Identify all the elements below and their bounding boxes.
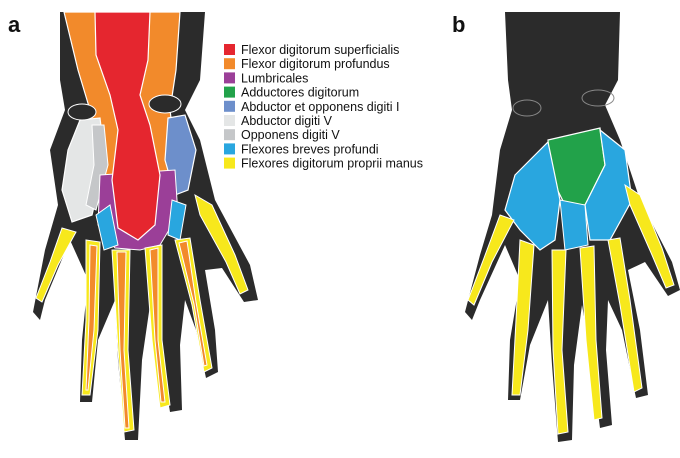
legend-swatch — [224, 129, 235, 140]
legend-label: Adductores digitorum — [241, 86, 359, 100]
panel-a: a — [8, 12, 258, 440]
legend-label: Opponens digiti V — [241, 128, 340, 142]
panel-a-label: a — [8, 12, 21, 37]
legend-label: Flexor digitorum profundus — [241, 57, 390, 71]
legend-label: Flexor digitorum superficialis — [241, 43, 399, 57]
legend-item: Flexores breves profundi — [224, 142, 379, 156]
legend-item: Adductores digitorum — [224, 86, 359, 100]
legend-label: Flexores digitorum proprii manus — [241, 157, 423, 171]
legend-item: Opponens digiti V — [224, 128, 340, 142]
legend-item: Flexores digitorum proprii manus — [224, 157, 423, 171]
panel-b: b — [452, 12, 680, 442]
legend-item: Abductor et opponens digiti I — [224, 100, 399, 114]
panel-b-flexores-breves-mid — [560, 200, 588, 250]
legend-swatch — [224, 115, 235, 126]
legend-swatch — [224, 101, 235, 112]
legend-item: Flexor digitorum superficialis — [224, 43, 399, 57]
panel-b-label: b — [452, 12, 465, 37]
legend-item: Lumbricales — [224, 71, 308, 85]
legend-swatch — [224, 158, 235, 169]
panel-a-wrist-bone-right — [149, 95, 181, 113]
legend-item: Abductor digiti V — [224, 114, 333, 128]
legend-item: Flexor digitorum profundus — [224, 57, 390, 71]
legend-swatch — [224, 87, 235, 98]
legend-swatch — [224, 143, 235, 154]
panel-a-wrist-bone-left — [68, 104, 96, 120]
legend-label: Abductor et opponens digiti I — [241, 100, 399, 114]
legend-swatch — [224, 58, 235, 69]
legend-label: Lumbricales — [241, 71, 308, 85]
legend-label: Abductor digiti V — [241, 114, 333, 128]
legend-swatch — [224, 72, 235, 83]
legend-label: Flexores breves profundi — [241, 142, 379, 156]
legend-swatch — [224, 44, 235, 55]
